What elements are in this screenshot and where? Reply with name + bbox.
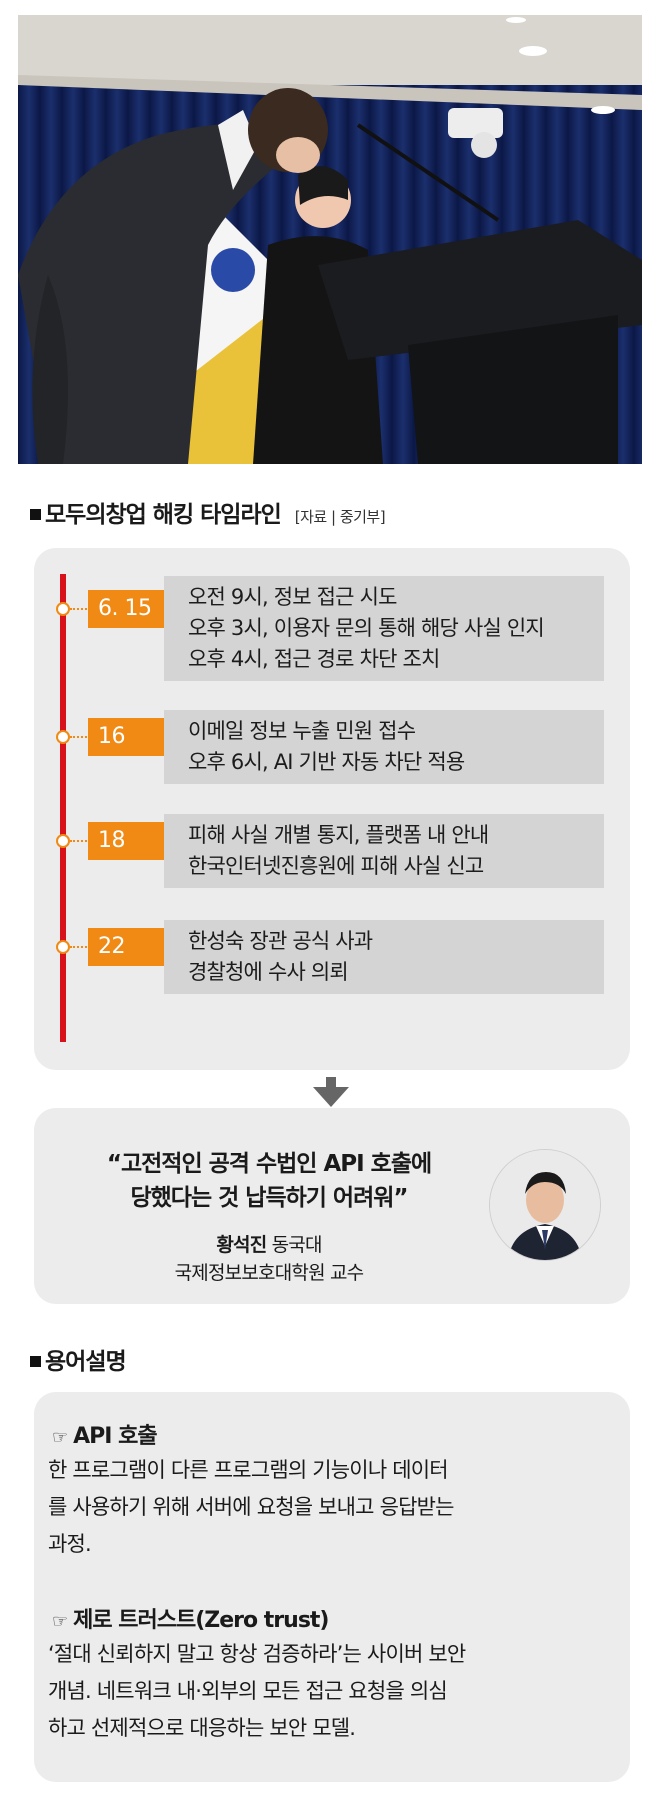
description-line: 과정. xyxy=(48,1532,92,1556)
description-line: 한 프로그램이 다른 프로그램의 기능이나 데이터 xyxy=(48,1458,449,1482)
description-line: 개념. 네트워크 내·외부의 모든 접근 요청을 의심 xyxy=(48,1679,448,1703)
glossary-term-label: API 호출 xyxy=(73,1424,157,1449)
glossary-term-label: 제로 트러스트(Zero trust) xyxy=(73,1608,329,1633)
timeline-source: [자료 | 중기부] xyxy=(294,508,386,526)
timeline-event: 오후 3시, 이용자 문의 통해 해당 사실 인지 xyxy=(188,616,545,640)
timeline-event: 한국인터넷진흥원에 피해 사실 신고 xyxy=(188,854,484,878)
glossary-heading: 용어설명 xyxy=(30,1342,127,1376)
timeline-event: 오전 9시, 정보 접근 시도 xyxy=(188,585,397,609)
description-line: 를 사용하기 위해 서버에 요청을 보내고 응답받는 xyxy=(48,1495,454,1519)
timeline-events: 이메일 정보 누출 민원 접수 오후 6시, AI 기반 자동 차단 적용 xyxy=(164,710,604,784)
timeline-dot-icon xyxy=(56,940,70,954)
glossary-description: ‘절대 신뢰하지 말고 항상 검증하라’는 사이버 보안 개념. 네트워크 내·… xyxy=(48,1636,618,1747)
square-bullet-icon xyxy=(30,1356,41,1367)
timeline-date: 18 xyxy=(88,822,190,860)
pointing-hand-icon: ☞ xyxy=(52,1427,68,1448)
timeline-event: 한성숙 장관 공식 사과 xyxy=(188,929,373,953)
timeline-dot-icon xyxy=(56,602,70,616)
timeline-events: 피해 사실 개별 통지, 플랫폼 내 안내 한국인터넷진흥원에 피해 사실 신고 xyxy=(164,814,604,888)
timeline-event: 피해 사실 개별 통지, 플랫폼 내 안내 xyxy=(188,823,489,847)
quote-panel: “고전적인 공격 수법인 API 호출에 당했다는 것 납득하기 어려워” 황석… xyxy=(34,1108,630,1304)
timeline-dot-icon xyxy=(56,730,70,744)
timeline-event: 오후 4시, 접근 경로 차단 조치 xyxy=(188,647,440,671)
description-line: ‘절대 신뢰하지 말고 항상 검증하라’는 사이버 보안 xyxy=(48,1642,466,1666)
speaker-affiliation: 국제정보보호대학원 교수 xyxy=(174,1262,365,1284)
timeline-date: 16 xyxy=(88,718,190,756)
timeline-panel: 6. 15 오전 9시, 정보 접근 시도 오후 3시, 이용자 문의 통해 해… xyxy=(34,548,630,1070)
timeline-event: 이메일 정보 누출 민원 접수 xyxy=(188,719,416,743)
quote-line-1: “고전적인 공격 수법인 API 호출에 xyxy=(106,1151,432,1177)
glossary-term: ☞API 호출 xyxy=(52,1418,158,1450)
glossary-panel: ☞API 호출 한 프로그램이 다른 프로그램의 기능이나 데이터 를 사용하기… xyxy=(34,1392,630,1782)
quote-line-2: 당했다는 것 납득하기 어려워” xyxy=(130,1185,408,1211)
timeline-event: 경찰청에 수사 의뢰 xyxy=(188,960,349,984)
timeline-dot-icon xyxy=(56,834,70,848)
glossary-title: 용어설명 xyxy=(45,1349,127,1375)
timeline-event: 오후 6시, AI 기반 자동 차단 적용 xyxy=(188,750,465,774)
timeline-heading: 모두의창업 해킹 타임라인 [자료 | 중기부] xyxy=(30,495,386,529)
timeline-title: 모두의창업 해킹 타임라인 xyxy=(45,502,282,528)
square-bullet-icon xyxy=(30,509,41,520)
timeline-date: 6. 15 xyxy=(88,590,190,628)
timeline-date: 22 xyxy=(88,928,190,966)
glossary-term: ☞제로 트러스트(Zero trust) xyxy=(52,1602,330,1634)
speaker-name: 황석진 xyxy=(216,1234,267,1256)
description-line: 하고 선제적으로 대응하는 보안 모델. xyxy=(48,1716,356,1740)
down-arrow-icon xyxy=(313,1077,349,1107)
timeline-events: 오전 9시, 정보 접근 시도 오후 3시, 이용자 문의 통해 해당 사실 인… xyxy=(164,576,604,681)
quote-speaker: 황석진 동국대 xyxy=(34,1230,504,1257)
pointing-hand-icon: ☞ xyxy=(52,1611,68,1632)
glossary-description: 한 프로그램이 다른 프로그램의 기능이나 데이터 를 사용하기 위해 서버에 … xyxy=(48,1452,618,1563)
timeline-axis xyxy=(60,574,66,1042)
press-conference-photo xyxy=(18,15,642,464)
speaker-portrait xyxy=(490,1150,600,1260)
timeline-events: 한성숙 장관 공식 사과 경찰청에 수사 의뢰 xyxy=(164,920,604,994)
speaker-school: 동국대 xyxy=(271,1234,323,1256)
